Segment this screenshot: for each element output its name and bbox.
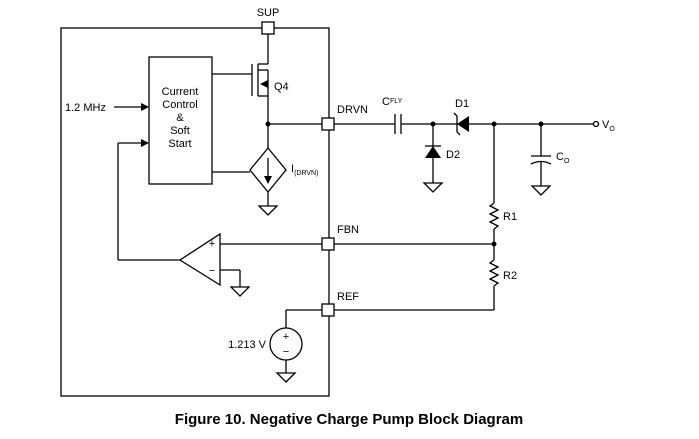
fbn-label: FBN: [337, 224, 359, 236]
block-line-4: Soft: [170, 125, 190, 137]
drvn-pin: [321, 117, 335, 131]
current-control-block: [148, 56, 213, 185]
d1-label: D1: [455, 98, 469, 110]
diode-d2: [422, 124, 444, 193]
clock-arrow: [141, 103, 149, 111]
figure-caption: Figure 10. Negative Charge Pump Block Di…: [175, 411, 523, 428]
r1-label: R1: [503, 211, 517, 223]
sup-pin: [261, 21, 275, 35]
d2-label: D2: [446, 149, 460, 161]
diode-d1: [453, 112, 593, 136]
current-source: [249, 124, 287, 216]
vo-label: VO: [602, 119, 615, 133]
r2-label: R2: [503, 270, 517, 282]
block-line-5: Start: [168, 138, 191, 150]
ref-label: REF: [337, 291, 359, 303]
clock-label: 1.2 MHz: [65, 102, 106, 114]
cfly-label: CFLY: [382, 96, 403, 108]
co-label: CO: [556, 151, 570, 165]
vo-terminal: [592, 120, 600, 128]
q4-transistor: [212, 34, 269, 124]
block-line-1: Current: [162, 86, 199, 98]
block-line-2: Control: [162, 99, 197, 111]
opamp-plus: +: [209, 238, 215, 250]
vref-label: 1.213 V: [228, 339, 267, 351]
src-minus: −: [283, 346, 289, 358]
sup-label: SUP: [257, 7, 280, 19]
drvn-label: DRVN: [337, 104, 368, 116]
i-drvn-label: I(DRVN): [291, 163, 318, 177]
voltage-reference-source: [269, 310, 303, 383]
opamp-minus: −: [209, 265, 215, 277]
resistor-r1: [488, 124, 500, 244]
src-plus: +: [283, 331, 289, 343]
capacitor-co: [530, 124, 552, 196]
q4-label: Q4: [274, 81, 289, 93]
error-amplifier: [117, 139, 251, 297]
block-line-3: &: [176, 112, 184, 124]
ref-pin: [321, 303, 335, 317]
ic-boundary: [60, 27, 330, 397]
resistor-r2: [488, 244, 500, 310]
fbn-pin: [321, 237, 335, 251]
